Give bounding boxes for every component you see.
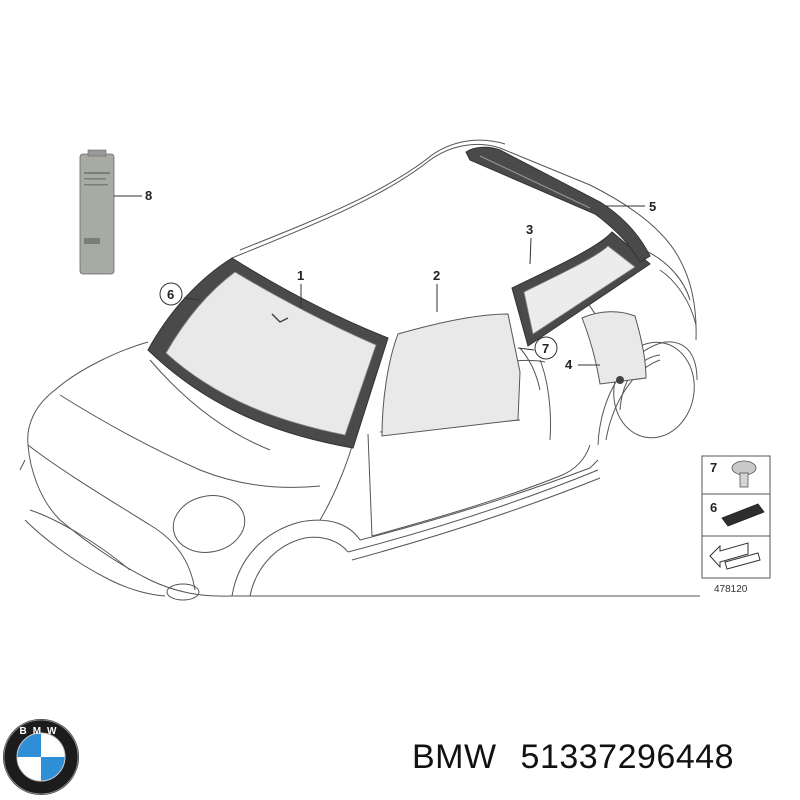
trim-strip-icon — [721, 503, 765, 527]
callout-labels: 1 2 3 4 5 8 6 7 — [145, 188, 656, 372]
quarter-glass-part-4 — [581, 311, 647, 385]
callout-5: 5 — [649, 199, 656, 214]
callout-1: 1 — [297, 268, 304, 283]
rear-window-part-5 — [465, 146, 651, 263]
callout-2: 2 — [433, 268, 440, 283]
callout-4: 4 — [565, 357, 573, 372]
part-caption: BMW 51337296448 — [412, 738, 734, 777]
callout-6: 6 — [167, 287, 174, 302]
adhesive-cartridge-part-8 — [79, 149, 142, 275]
callout-7: 7 — [542, 341, 549, 356]
callout-3: 3 — [526, 222, 533, 237]
legend-item-7-number: 7 — [710, 460, 717, 475]
leader-lines — [183, 205, 645, 366]
legend-item-6-number: 6 — [710, 500, 717, 515]
figure-number: 478120 — [714, 584, 748, 595]
callout-8: 8 — [145, 188, 152, 203]
logo-ring-text: BMW — [20, 726, 63, 737]
brand-name: BMW — [412, 738, 497, 776]
parts-legend: 7 6 478120 — [701, 455, 771, 595]
direction-arrow-icon — [709, 542, 761, 570]
side-glass-part-3 — [511, 231, 651, 347]
part-number: 51337296448 — [520, 738, 735, 776]
windshield-part-1 — [147, 257, 389, 449]
door-glass-part-2 — [381, 313, 521, 437]
clip-icon — [731, 460, 757, 488]
bmw-logo: BMW — [3, 719, 79, 795]
